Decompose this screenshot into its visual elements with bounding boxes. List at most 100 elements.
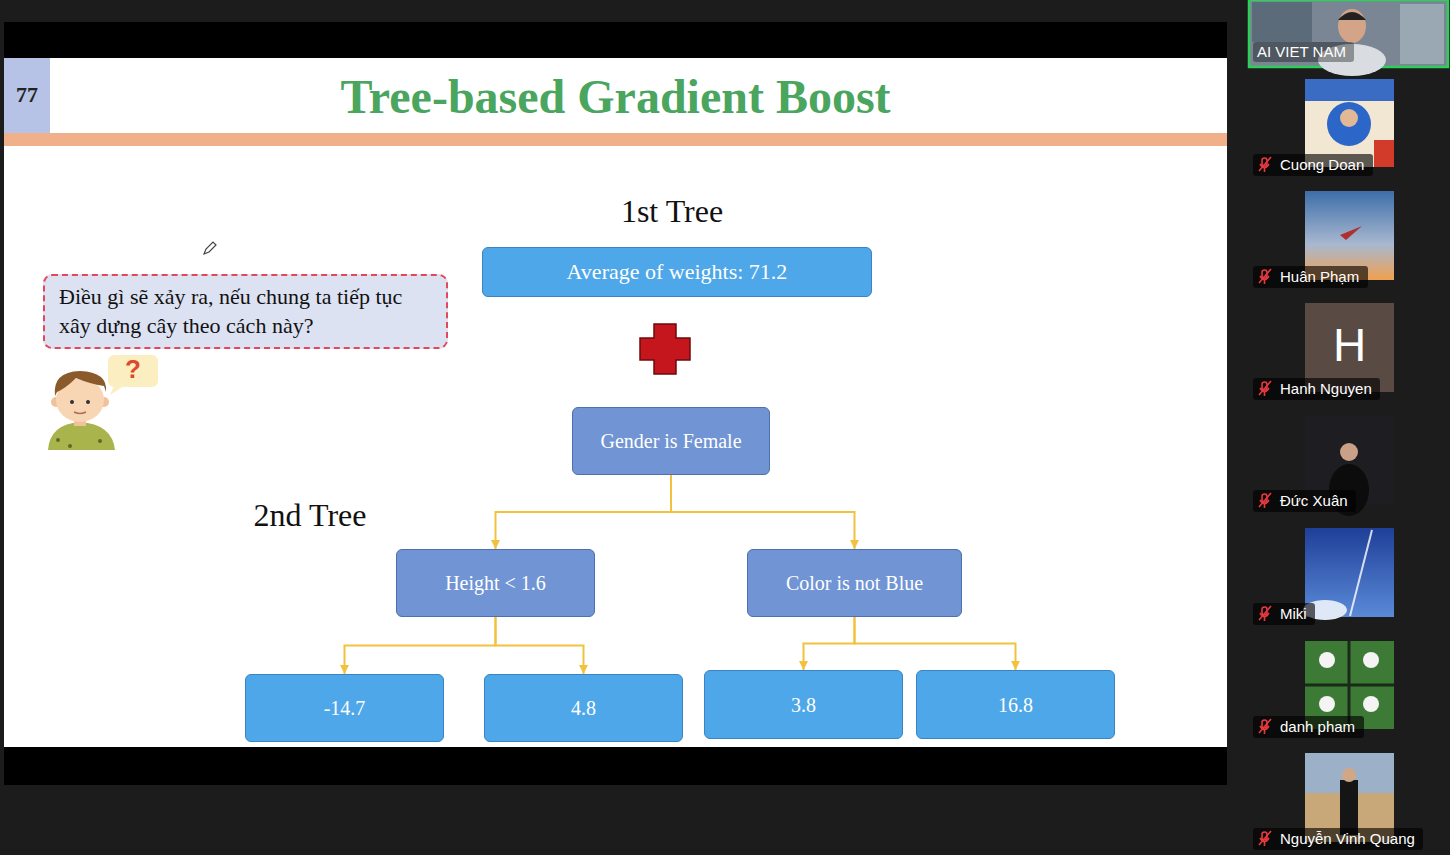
box-label: Average of weights: 71.2 <box>567 259 788 285</box>
muted-mic-icons <box>1259 157 1271 846</box>
slide-ground <box>4 58 1227 747</box>
tile-face <box>1338 9 1366 43</box>
name-tag: Huân Phạm <box>1253 266 1368 288</box>
pencil-icon <box>204 242 216 254</box>
tile-image <box>1340 780 1358 835</box>
box-label: Gender is Female <box>600 429 741 453</box>
leaf-box: -14.7 <box>245 674 444 742</box>
slide-title: Tree-based Gradient Boost <box>4 68 1227 126</box>
name-tag: Cuong Doan <box>1253 154 1373 176</box>
mic-slash <box>1259 269 1271 284</box>
name-tag: AI VIET NAM <box>1253 42 1354 62</box>
name-tag: Hanh Nguyen <box>1253 378 1380 400</box>
question-callout: Điều gì sẽ xảy ra, nếu chung ta tiếp tục… <box>43 274 448 349</box>
leaf-box: 16.8 <box>916 670 1115 739</box>
share-letterbox <box>4 22 1227 785</box>
mic-body <box>1262 158 1267 166</box>
pencil-body <box>204 242 216 254</box>
title-rule <box>4 133 1227 146</box>
mic-body <box>1262 607 1267 615</box>
person-eye <box>70 400 74 404</box>
video-tile <box>1303 528 1394 620</box>
name-tag: danh pham <box>1253 716 1364 738</box>
tree-heading: 2nd Tree <box>230 497 390 534</box>
split-box: Color is not Blue <box>747 549 962 617</box>
leaf-box: 3.8 <box>704 670 903 739</box>
name-tag: Đức Xuân <box>1253 490 1356 512</box>
box-label: -14.7 <box>324 696 366 720</box>
mic-slash <box>1259 157 1271 172</box>
participant-name: Cuong Doan <box>1280 156 1364 174</box>
tile-image <box>1363 652 1379 668</box>
person-illustration <box>48 371 115 450</box>
speech-bubble <box>108 355 158 395</box>
shirt-dot <box>98 439 102 443</box>
muted-mic-icon <box>1259 381 1271 396</box>
mic-slash <box>1259 606 1271 621</box>
mic-body <box>1262 494 1267 502</box>
question-mark: ? <box>108 354 158 385</box>
tile-image <box>1327 102 1371 146</box>
box-label: 4.8 <box>571 696 596 720</box>
tile-frame <box>1249 0 1448 67</box>
tree-branch <box>496 617 584 674</box>
tile-image <box>1374 140 1394 167</box>
participant-name: danh pham <box>1280 718 1355 736</box>
tile-image <box>1319 652 1335 668</box>
mic-slash <box>1259 831 1271 846</box>
mic-slash <box>1259 493 1271 508</box>
mic-body <box>1262 382 1267 390</box>
tile-image <box>1340 109 1358 127</box>
mic-body <box>1262 832 1267 840</box>
tile-shelf <box>1252 2 1312 42</box>
label-holder: 77 <box>4 82 50 108</box>
tile-image <box>1350 530 1372 616</box>
participant-name: Hanh Nguyen <box>1280 380 1372 398</box>
muted-mic-icon <box>1259 269 1271 284</box>
label-holder: H <box>1305 318 1394 372</box>
tree-branch <box>855 617 1016 670</box>
callout-text: Điều gì sẽ xảy ra, nếu chung ta tiếp tục… <box>59 283 432 340</box>
label-holder: 1st Tree <box>552 193 792 230</box>
tile-image <box>1342 768 1356 782</box>
muted-mic-icon <box>1259 157 1271 172</box>
shirt-dot <box>68 444 72 448</box>
box-label: 3.8 <box>791 693 816 717</box>
name-tag: Miki <box>1253 603 1315 625</box>
shirt-dot <box>56 438 60 442</box>
slide-number: 77 <box>4 82 50 108</box>
participant-name: Đức Xuân <box>1280 492 1348 510</box>
tree-branch <box>804 617 855 670</box>
participant-name: Nguyễn Vinh Quang <box>1280 830 1415 848</box>
bubble-body <box>108 355 158 387</box>
slide-number-panel <box>4 58 50 133</box>
title-holder: Tree-based Gradient Boost <box>4 68 1227 126</box>
mic-slash <box>1259 719 1271 734</box>
bubble-tail <box>110 386 124 395</box>
participant-name: Miki <box>1280 605 1307 623</box>
label-holder: 2nd Tree <box>230 497 390 534</box>
split-box: Gender is Female <box>572 407 770 475</box>
muted-mic-icon <box>1259 606 1271 621</box>
name-tag: Nguyễn Vinh Quang <box>1253 828 1423 850</box>
participant-name: AI VIET NAM <box>1257 43 1346 61</box>
box-label: Height < 1.6 <box>445 571 546 595</box>
muted-mic-icon <box>1259 493 1271 508</box>
muted-mic-icon <box>1259 719 1271 734</box>
split-box: Height < 1.6 <box>396 549 595 617</box>
avatar-initial: H <box>1305 318 1394 372</box>
participant-name: Huân Phạm <box>1280 268 1359 286</box>
tree-branch <box>671 475 855 549</box>
root-value-box: Average of weights: 71.2 <box>482 247 872 297</box>
tree-branch <box>496 475 672 549</box>
plus-symbol <box>640 324 690 374</box>
box-label: Color is not Blue <box>786 571 923 595</box>
mic-body <box>1262 270 1267 278</box>
tree-heading: 1st Tree <box>552 193 792 230</box>
person-shirt <box>48 422 115 450</box>
tile-hair <box>1338 12 1366 20</box>
video-tile-host <box>1249 0 1448 76</box>
label-holder: ? <box>108 354 158 385</box>
tree-branch <box>345 617 496 674</box>
